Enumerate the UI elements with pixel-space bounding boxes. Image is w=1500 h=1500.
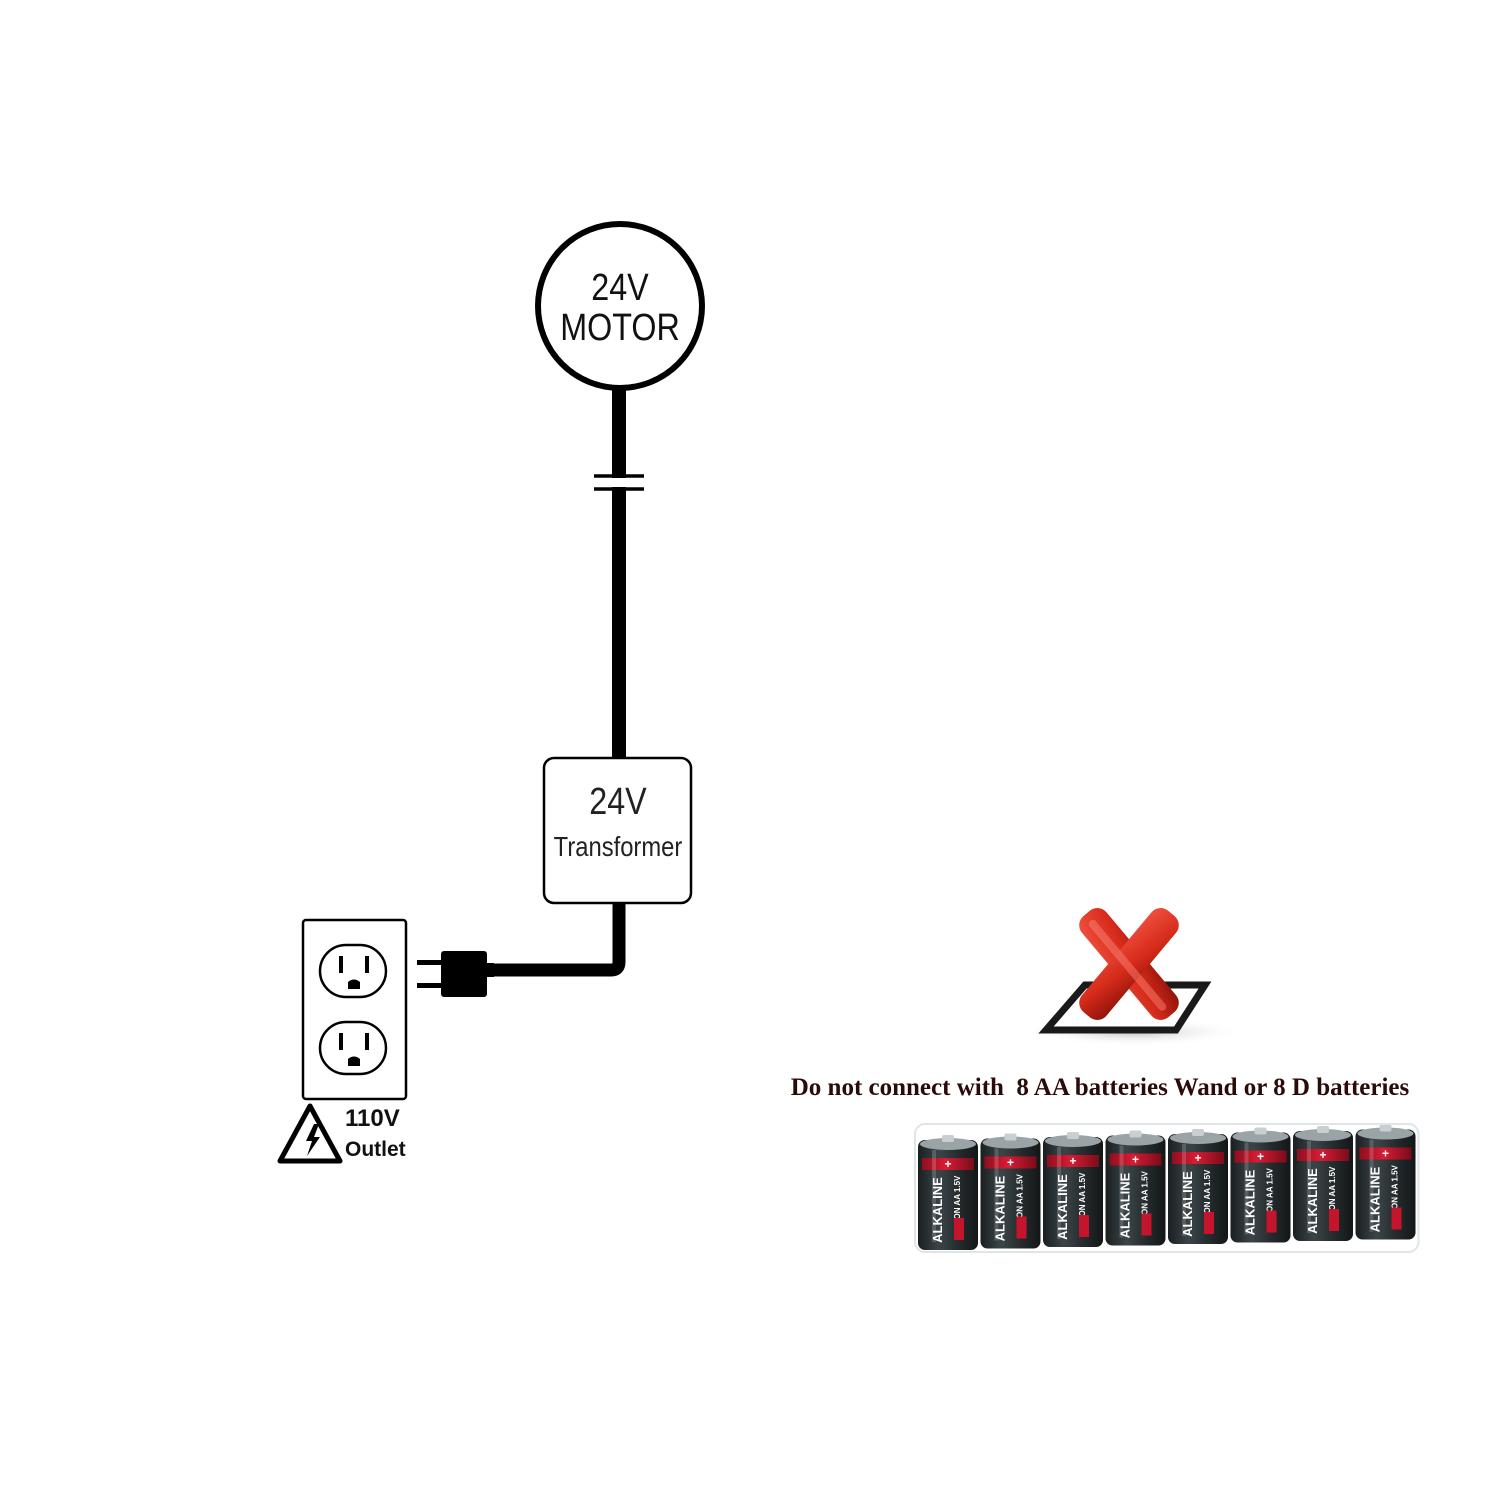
battery-cell: + ALKALINE MIGNON AA 1.5V <box>1043 1132 1103 1247</box>
svg-text:MIGNON AA 1.5V: MIGNON AA 1.5V <box>1016 1173 1025 1238</box>
outlet-label: Outlet <box>345 1138 406 1161</box>
svg-text:MIGNON AA 1.5V: MIGNON AA 1.5V <box>1078 1172 1087 1237</box>
outlet-receptacle-top <box>318 943 388 999</box>
red-x-checkbox-icon <box>1025 908 1245 1046</box>
transformer-voltage: 24V <box>589 781 647 823</box>
svg-text:+: + <box>1257 1150 1264 1164</box>
svg-text:ALKALINE: ALKALINE <box>993 1175 1008 1241</box>
battery-cell: + ALKALINE MIGNON AA 1.5V <box>1230 1127 1291 1243</box>
motor-circle: 24V MOTOR <box>535 221 705 391</box>
svg-text:ALKALINE: ALKALINE <box>1118 1172 1133 1238</box>
svg-text:+: + <box>1194 1151 1201 1165</box>
battery-cell: + ALKALINE MIGNON AA 1.5V <box>1355 1124 1416 1240</box>
svg-text:ALKALINE: ALKALINE <box>1055 1174 1070 1240</box>
outlet-receptacle-bottom <box>318 1020 388 1076</box>
battery-cell: + ALKALINE MIGNON AA 1.5V <box>1293 1126 1353 1241</box>
motor-cable <box>612 388 626 760</box>
svg-text:ALKALINE: ALKALINE <box>1180 1171 1195 1237</box>
svg-text:MIGNON AA 1.5V: MIGNON AA 1.5V <box>1203 1169 1212 1234</box>
svg-text:ALKALINE: ALKALINE <box>1368 1166 1383 1232</box>
svg-text:MIGNON AA 1.5V: MIGNON AA 1.5V <box>1391 1164 1400 1229</box>
battery-shrink-wrap <box>914 1123 1420 1253</box>
battery-cell: + ALKALINE MIGNON AA 1.5V <box>980 1133 1041 1249</box>
svg-text:+: + <box>1069 1154 1076 1168</box>
svg-text:ALKALINE: ALKALINE <box>1243 1169 1258 1235</box>
svg-text:MIGNON AA 1.5V: MIGNON AA 1.5V <box>1141 1170 1150 1235</box>
battery-warning-text: Do not connect with 8 AA batteries Wand … <box>790 1074 1410 1101</box>
battery-cell: + ALKALINE MIGNON AA 1.5V <box>1105 1130 1166 1246</box>
svg-text:+: + <box>1007 1156 1014 1170</box>
high-voltage-warning-icon <box>277 1103 343 1164</box>
svg-text:ALKALINE: ALKALINE <box>930 1177 945 1243</box>
svg-text:+: + <box>1319 1148 1326 1162</box>
outlet-voltage: 110V <box>345 1105 400 1132</box>
svg-text:MIGNON AA 1.5V: MIGNON AA 1.5V <box>1328 1166 1337 1231</box>
svg-text:MIGNON AA 1.5V: MIGNON AA 1.5V <box>953 1175 962 1240</box>
battery-cell: + ALKALINE MIGNON AA 1.5V <box>1168 1129 1228 1244</box>
battery-cell: + ALKALINE MIGNON AA 1.5V <box>918 1135 978 1250</box>
svg-text:+: + <box>1132 1153 1139 1167</box>
svg-text:+: + <box>944 1157 951 1171</box>
svg-text:ALKALINE: ALKALINE <box>1305 1168 1320 1234</box>
svg-text:MIGNON AA 1.5V: MIGNON AA 1.5V <box>1266 1167 1275 1232</box>
transformer-label: Transformer <box>554 830 683 862</box>
cable-break-mark <box>594 474 644 491</box>
transformer-box: 24V Transformer <box>542 756 693 905</box>
svg-text:+: + <box>1382 1147 1389 1161</box>
motor-label: MOTOR <box>560 307 680 349</box>
motor-voltage: 24V <box>591 267 649 309</box>
power-plug-icon <box>417 951 494 997</box>
plug-cable <box>490 903 626 977</box>
duplex-outlet-icon <box>301 918 408 1101</box>
